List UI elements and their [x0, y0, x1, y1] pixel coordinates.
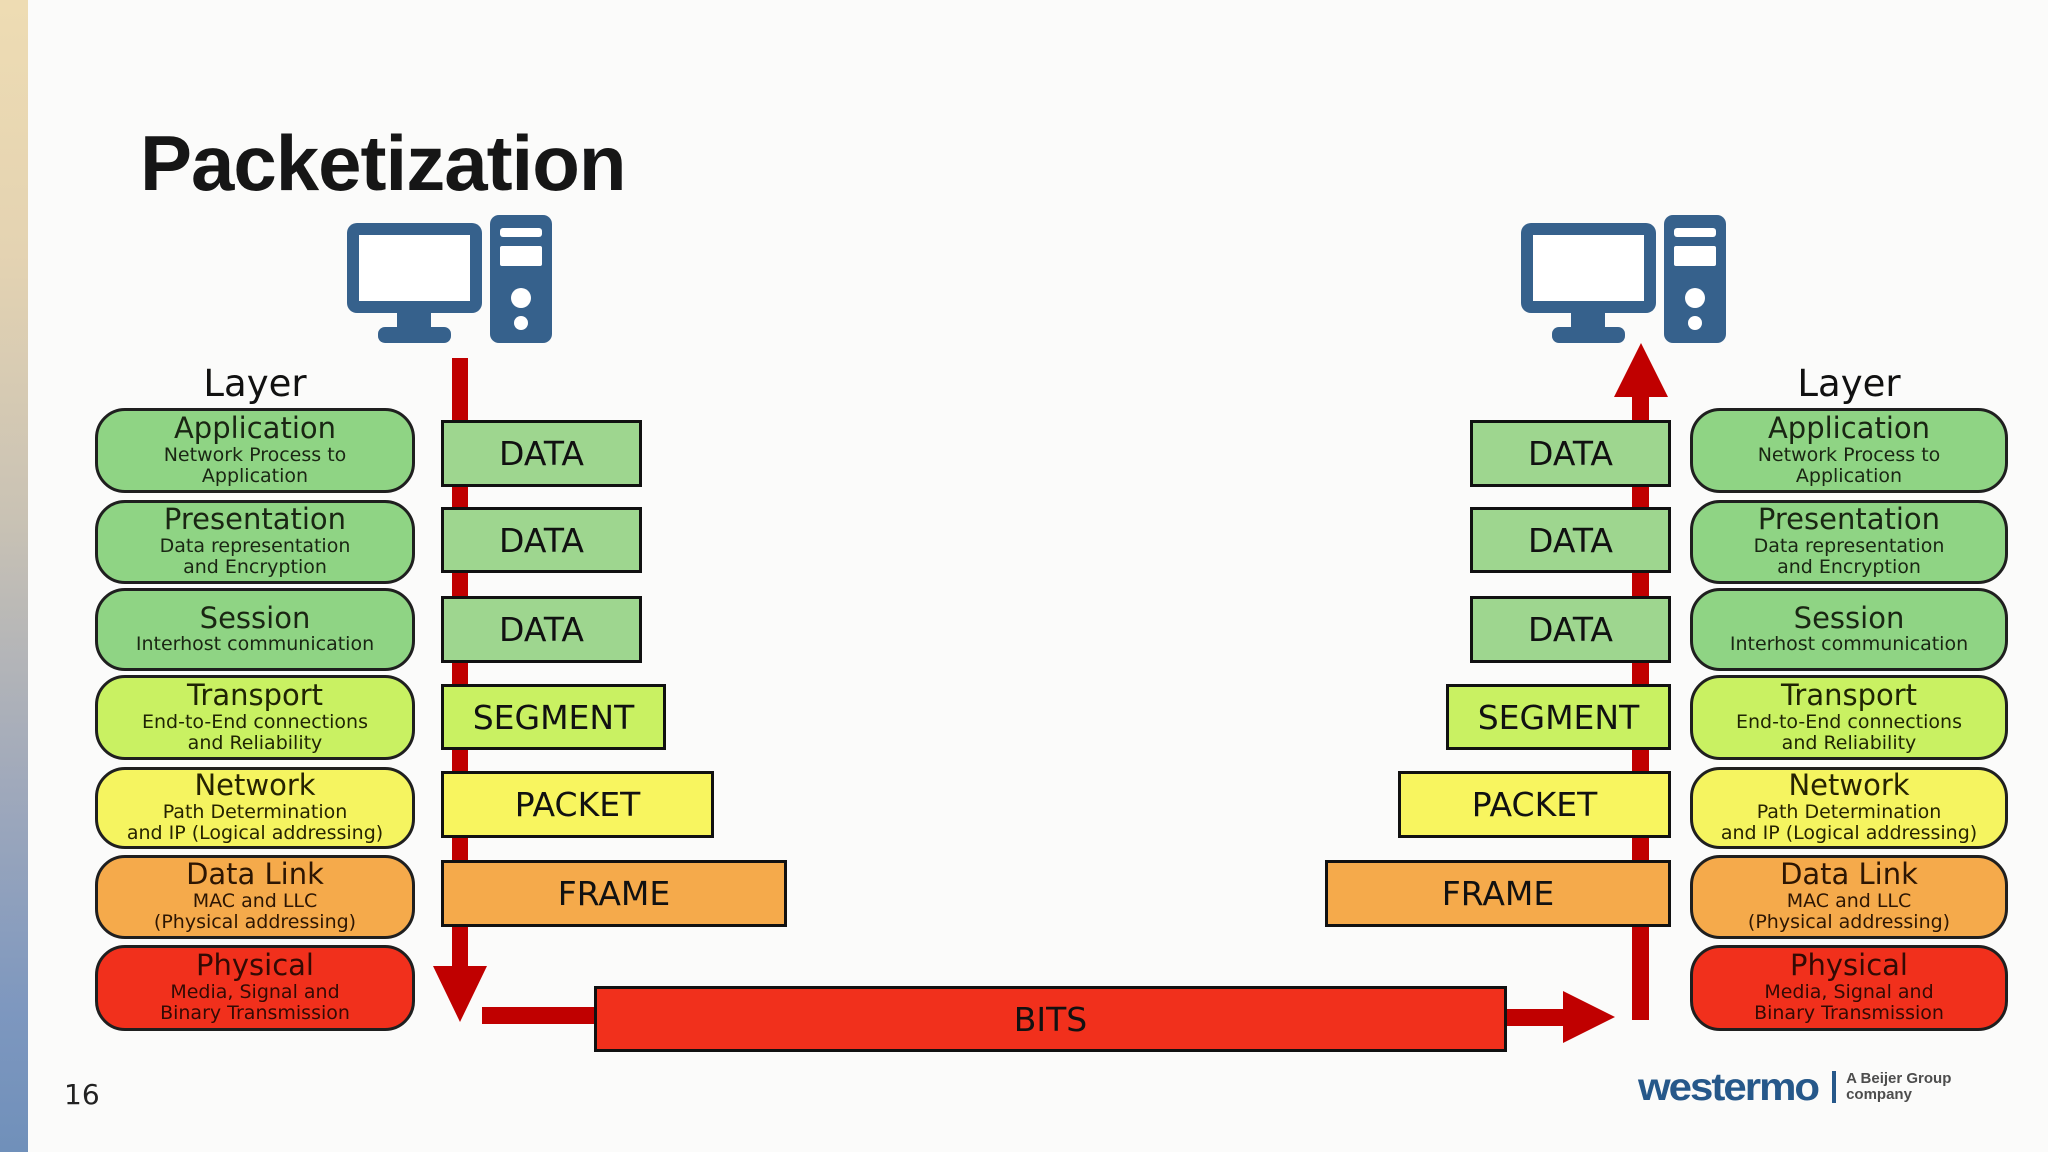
left-gradient-stripe — [0, 0, 28, 1152]
down-arrow-head-icon — [433, 966, 487, 1022]
pdu-box-data: DATA — [441, 420, 642, 487]
layer-box-network: Network Path Determination and IP (Logic… — [95, 767, 415, 849]
desktop-computer-icon — [1521, 215, 1726, 343]
up-arrow-head-icon — [1614, 343, 1668, 397]
layer-box-presentation: Presentation Data representation and Enc… — [1690, 500, 2008, 584]
layer-name: Data Link — [1780, 857, 1918, 892]
right-stack-heading: Layer — [1797, 362, 1901, 405]
right-arrow-head-icon — [1563, 991, 1615, 1043]
layer-name: Physical — [196, 948, 314, 983]
logo-divider — [1832, 1071, 1837, 1103]
layer-box-datalink: Data Link MAC and LLC (Physical addressi… — [95, 855, 415, 939]
westermo-wordmark: westermo — [1638, 1064, 1820, 1109]
layer-name: Application — [1767, 410, 1931, 445]
layer-box-datalink: Data Link MAC and LLC (Physical addressi… — [1690, 855, 2008, 939]
pdu-box-segment: SEGMENT — [441, 684, 666, 750]
layer-description: Data representation and Encryption — [1753, 535, 1945, 579]
layer-name: Presentation — [1757, 502, 1941, 537]
layer-description: Network Process to Application — [1757, 443, 1941, 487]
layer-description: End-to-End connections and Reliability — [142, 710, 368, 754]
pdu-box-data: DATA — [1470, 596, 1671, 663]
layer-name: Application — [173, 410, 337, 445]
layer-box-physical: Physical Media, Signal and Binary Transm… — [1690, 945, 2008, 1031]
pdu-box-data: DATA — [1470, 420, 1671, 487]
pdu-box-bits: BITS — [594, 986, 1507, 1052]
layer-box-presentation: Presentation Data representation and Enc… — [95, 500, 415, 584]
layer-box-application: Application Network Process to Applicati… — [1690, 408, 2008, 493]
layer-description: Path Determination and IP (Logical addre… — [126, 801, 384, 845]
layer-box-transport: Transport End-to-End connections and Rel… — [1690, 675, 2008, 760]
layer-name: Network — [1788, 768, 1910, 803]
layer-name: Data Link — [186, 857, 324, 892]
bits-connector-left — [482, 1007, 595, 1024]
logo-tagline: A Beijer Group company — [1846, 1069, 1952, 1103]
layer-description: Path Determination and IP (Logical addre… — [1720, 801, 1978, 845]
layer-description: Media, Signal and Binary Transmission — [1754, 981, 1944, 1025]
pdu-box-data: DATA — [441, 596, 642, 663]
bits-connector-right — [1507, 1009, 1564, 1026]
layer-description: MAC and LLC (Physical addressing) — [1747, 890, 1951, 934]
layer-name: Transport — [1780, 677, 1918, 712]
layer-name: Session — [1793, 600, 1905, 635]
layer-box-session: Session Interhost communication — [95, 588, 415, 671]
layer-name: Presentation — [163, 502, 347, 537]
layer-name: Session — [199, 600, 311, 635]
slide-page-number: 16 — [64, 1078, 100, 1111]
pdu-box-data: DATA — [1470, 507, 1671, 573]
layer-description: Interhost communication — [1729, 633, 1969, 656]
layer-box-session: Session Interhost communication — [1690, 588, 2008, 671]
pdu-box-packet: PACKET — [441, 771, 714, 838]
layer-description: Media, Signal and Binary Transmission — [160, 981, 350, 1025]
layer-description: MAC and LLC (Physical addressing) — [153, 890, 357, 934]
pdu-box-packet: PACKET — [1398, 771, 1671, 838]
layer-description: Network Process to Application — [163, 443, 347, 487]
page-title: Packetization — [140, 119, 627, 207]
left-stack-heading: Layer — [203, 362, 307, 405]
layer-name: Physical — [1790, 948, 1908, 983]
desktop-computer-icon — [347, 215, 552, 343]
layer-description: End-to-End connections and Reliability — [1736, 710, 1962, 754]
layer-name: Transport — [186, 677, 324, 712]
pdu-box-frame: FRAME — [441, 860, 787, 927]
layer-description: Interhost communication — [135, 633, 375, 656]
layer-box-physical: Physical Media, Signal and Binary Transm… — [95, 945, 415, 1031]
pdu-box-segment: SEGMENT — [1446, 684, 1671, 750]
pdu-box-frame: FRAME — [1325, 860, 1671, 927]
westermo-logo: westermo A Beijer Group company — [1638, 1066, 1951, 1108]
layer-description: Data representation and Encryption — [159, 535, 351, 579]
layer-name: Network — [194, 768, 316, 803]
layer-box-application: Application Network Process to Applicati… — [95, 408, 415, 493]
pdu-box-data: DATA — [441, 507, 642, 573]
layer-box-transport: Transport End-to-End connections and Rel… — [95, 675, 415, 760]
layer-box-network: Network Path Determination and IP (Logic… — [1690, 767, 2008, 849]
